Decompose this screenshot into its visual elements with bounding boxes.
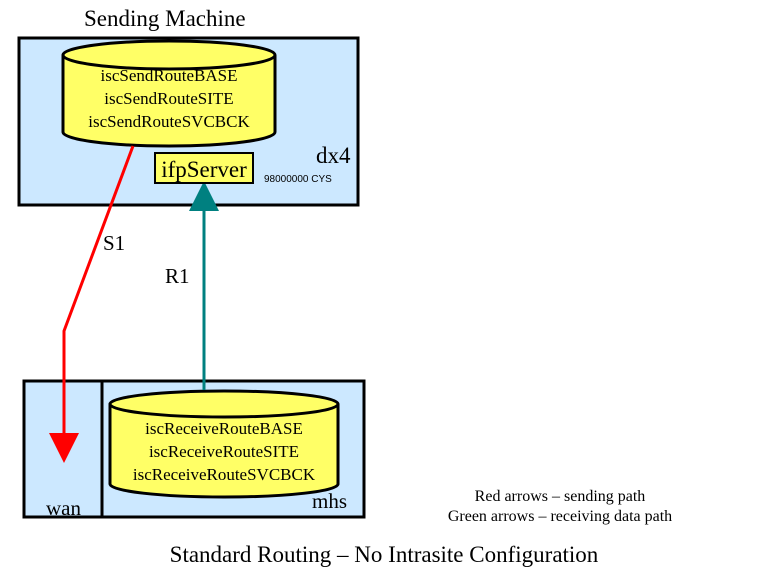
receiving-host-label: mhs xyxy=(312,489,348,513)
receive-path-label: R1 xyxy=(165,264,190,288)
receive-db-cylinder xyxy=(108,389,340,499)
diagram-caption: Standard Routing – No Intrasite Configur… xyxy=(169,542,599,567)
receive-db-labels: iscReceiveRouteBASE iscReceiveRouteSITE … xyxy=(110,417,338,486)
send-path-arrow xyxy=(49,145,135,463)
wan-label: wan xyxy=(46,496,81,520)
legend: Red arrows – sending path Green arrows –… xyxy=(405,487,715,527)
legend-send: Red arrows – sending path xyxy=(474,488,646,505)
sending-host-label: dx4 xyxy=(316,143,351,168)
send-db-entry: iscSendRouteSITE xyxy=(104,89,234,108)
receive-db-entry: iscReceiveRouteBASE xyxy=(145,419,303,438)
sending-machine-title: Sending Machine xyxy=(84,6,246,31)
ifp-server-box: ifpServer xyxy=(154,152,254,184)
receive-db-entry: iscReceiveRouteSVCBCK xyxy=(132,465,316,484)
legend-receive: Green arrows – receiving data path xyxy=(447,508,673,525)
sending-host-sublabel: 98000000 CYS xyxy=(264,174,332,185)
receive-db-entry: iscReceiveRouteSITE xyxy=(148,442,300,461)
send-db-cylinder xyxy=(61,39,277,148)
send-db-entry: iscSendRouteBASE xyxy=(100,66,238,85)
send-db-labels: iscSendRouteBASE iscSendRouteSITE iscSen… xyxy=(63,64,275,133)
send-db-entry: iscSendRouteSVCBCK xyxy=(88,112,250,131)
send-path-label: S1 xyxy=(103,231,126,255)
